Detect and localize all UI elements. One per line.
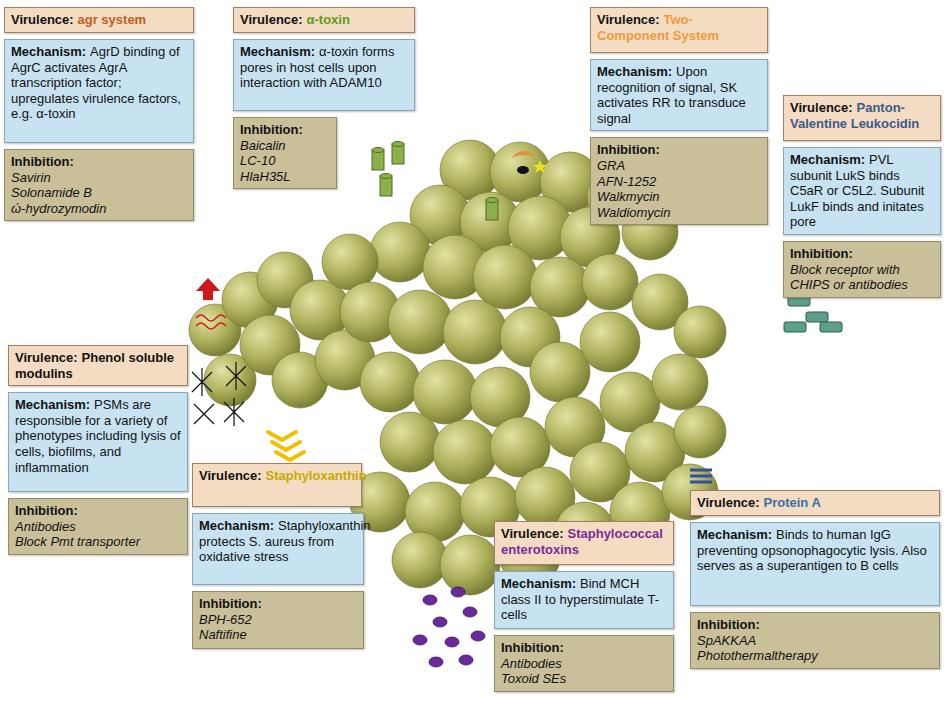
virulence-factor-name: agr system	[78, 12, 147, 27]
virulence-label: Virulence:	[15, 350, 78, 365]
inhibition-label: Inhibition:	[697, 617, 933, 633]
inhibitor-name: BPH-652	[199, 612, 357, 628]
inhibitor-name: GRA	[597, 158, 761, 174]
inhibition-label: Inhibition:	[501, 640, 667, 656]
inhibitor-name: Baicalin	[240, 138, 330, 154]
mechanism-box: Mechanism:Binds to human IgG preventing …	[690, 522, 940, 606]
virulence-header: Virulence:Two-Component System	[590, 7, 768, 53]
inhibition-label: Inhibition:	[790, 246, 934, 262]
mechanism-label: Mechanism:	[11, 44, 86, 59]
virulence-header: Virulence: agr system	[4, 7, 194, 33]
mechanism-box: Mechanism:PVL subunit LukS binds C5aR or…	[783, 147, 941, 235]
inhibitor-name: LC-10	[240, 153, 330, 169]
inhibition-label: Inhibition:	[199, 596, 357, 612]
virulence-label: Virulence:	[11, 12, 74, 27]
inhibitor-name: AFN-1252	[597, 174, 761, 190]
mechanism-box: Mechanism:Bind MCH class II to hyperstim…	[494, 571, 674, 629]
inhibition-label: Inhibition:	[240, 122, 330, 138]
virulence-factor-name: α-toxin	[307, 12, 350, 27]
inhibition-box: Inhibition:BPH-652Naftifine	[192, 591, 364, 649]
mechanism-label: Mechanism:	[15, 397, 90, 412]
virulence-label: Virulence:	[501, 526, 564, 541]
mechanism-box: Mechanism:PSMs are responsible for a var…	[8, 392, 188, 492]
inhibitor-name: Solonamide B	[11, 185, 187, 201]
mechanism-box: Mechanism:AgrD binding of AgrC activates…	[4, 39, 194, 143]
inhibition-box: Inhibition:AntibodiesToxoid SEs	[494, 635, 674, 692]
mechanism-box: Mechanism:Upon recognition of signal, SK…	[590, 59, 768, 131]
protein-a-symbol	[690, 470, 712, 482]
inhibition-box: Inhibition:SpAKKAAPhotothermaltherapy	[690, 612, 940, 669]
inhibitor-name: Photothermaltherapy	[697, 648, 933, 664]
virulence-label: Virulence:	[697, 495, 760, 510]
inhibitor-name: Savirin	[11, 170, 187, 186]
mechanism-label: Mechanism:	[199, 518, 274, 533]
alpha-toxin-cylinders	[372, 142, 498, 221]
inhibitor-name: Antibodies	[15, 519, 181, 535]
virulence-header: Virulence:Panton-Valentine Leukocidin	[783, 95, 941, 141]
inhibition-box: Inhibition:SavirinSolonamide Bώ-hydrozym…	[4, 149, 194, 221]
agr-signal-symbol	[196, 278, 226, 329]
pvl-cylinders	[784, 296, 842, 332]
virulence-label: Virulence:	[240, 12, 303, 27]
virulence-label: Virulence:	[199, 468, 262, 483]
inhibitor-name: Toxoid SEs	[501, 671, 667, 687]
mechanism-label: Mechanism:	[501, 576, 576, 591]
virulence-label: Virulence:	[790, 100, 853, 115]
virulence-factor-name: Staphyloxanthin	[266, 468, 367, 483]
virulence-header: Virulence:Staphyloxanthin	[192, 463, 362, 507]
two-component-symbol	[512, 151, 547, 174]
mechanism-label: Mechanism:	[790, 152, 865, 167]
virulence-header: Virulence: α-toxin	[233, 7, 415, 33]
staphyloxanthin-symbols	[268, 432, 304, 460]
mechanism-box: Mechanism:α-toxin forms pores in host ce…	[233, 39, 415, 111]
mechanism-label: Mechanism:	[697, 527, 772, 542]
mechanism-label: Mechanism:	[240, 44, 315, 59]
inhibition-box: Inhibition:BaicalinLC-10HlaH35L	[233, 117, 337, 189]
inhibition-label: Inhibition:	[15, 503, 181, 519]
inhibition-box: Inhibition:Block receptor with CHIPS or …	[783, 241, 941, 298]
inhibitor-name: Block receptor with CHIPS or antibodies	[790, 262, 934, 293]
virulence-header: Virulence:Phenol soluble modulins	[8, 345, 188, 386]
inhibitor-name: Naftifine	[199, 627, 357, 643]
inhibition-label: Inhibition:	[11, 154, 187, 170]
inhibition-box: Inhibition:GRAAFN-1252WalkmycinWaldiomyc…	[590, 137, 768, 225]
psm-symbols	[192, 362, 246, 426]
inhibitor-name: ώ-hydrozymodin	[11, 201, 187, 217]
inhibitor-name: HlaH35L	[240, 169, 330, 185]
virulence-header: Virulence:Staphylococcal enterotoxins	[494, 521, 674, 565]
inhibitor-name: Walkmycin	[597, 189, 761, 205]
enterotoxin-symbols	[413, 587, 485, 667]
inhibitor-name: Waldiomycin	[597, 205, 761, 221]
inhibition-label: Inhibition:	[597, 142, 761, 158]
virulence-label: Virulence:	[597, 12, 660, 27]
mechanism-box: Mechanism:Staphyloxanthin protects S. au…	[192, 513, 364, 585]
inhibitor-name: Block Pmt transporter	[15, 534, 181, 550]
inhibition-box: Inhibition:AntibodiesBlock Pmt transport…	[8, 498, 188, 555]
mechanism-label: Mechanism:	[597, 64, 672, 79]
virulence-factor-name: Protein A	[764, 495, 821, 510]
virulence-header: Virulence: Protein A	[690, 490, 940, 516]
inhibitor-name: Antibodies	[501, 656, 667, 672]
inhibitor-name: SpAKKAA	[697, 633, 933, 649]
